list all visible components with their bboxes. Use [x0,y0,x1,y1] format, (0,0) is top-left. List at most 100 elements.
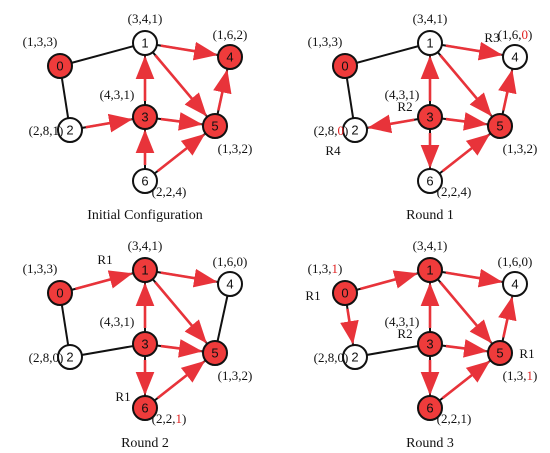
panel-initial-configuration: Initial Configuration 0(1,3,3)1(3,4,1)2(… [23,11,253,223]
panel-round-3: Round 3 0(1,3,1)R11(3,4,1)2(2,8,0)3(4,3,… [305,238,537,451]
arrow-3-to-5 [445,339,488,358]
edge-0-1 [344,42,431,67]
node-id-label: 4 [226,277,233,292]
node-2 [342,344,368,370]
arrow-3-to-5 [160,112,203,131]
node-id-label: 4 [511,277,518,292]
node-tuple-label: (3,4,1) [128,238,163,253]
round-label: R2 [397,99,412,114]
arrow-1-to-5 [439,54,492,117]
node-3 [132,331,158,357]
node-tuple-label: (3,4,1) [413,11,448,26]
node-3 [417,104,443,130]
node-tuple-label: (2,8,0) [314,123,349,138]
node-1 [417,30,443,56]
arrow-5-to-4 [213,69,232,111]
arrow-6-to-5 [441,133,491,173]
arrow-3-to-5 [445,112,488,131]
panel-caption: Initial Configuration [87,208,202,223]
node-id-label: 6 [426,401,433,416]
arrow-1-to-5 [154,281,207,344]
node-id-label: 1 [426,263,433,278]
node-id-label: 2 [66,350,73,365]
node-id-label: 6 [141,401,148,416]
node-tuple-label: (2,8,0) [314,350,349,365]
panel-round-2: Round 2 0(1,3,3)1(3,4,1)R12(2,8,0)3(4,3,… [23,238,253,451]
node-id-label: 3 [426,110,433,125]
node-4 [502,44,528,70]
node-6 [132,168,158,194]
node-tuple-label: (1,3,2) [218,141,253,156]
node-tuple-label: (1,6,0) [498,254,533,269]
arrow-6-to-5 [156,360,206,400]
node-6 [417,395,443,421]
panel-round-1: Round 1 0(1,3,3)1(3,4,1)2(2,8,0)R43(4,3,… [308,11,538,223]
node-2 [342,117,368,143]
panel-caption: Round 1 [406,208,454,223]
node-4 [217,44,243,70]
node-tuple-label: (1,3,3) [308,34,343,49]
node-tuple-label: (1,3,1) [503,368,538,383]
node-tuple-label: (1,6,2) [213,27,248,42]
node-tuple-label: (2,8,1) [29,123,64,138]
edge-0-1 [59,42,146,67]
round-label: R4 [325,143,341,158]
panel-caption: Round 2 [121,436,169,451]
round-label: R3 [484,30,499,45]
node-tuple-label: (1,3,3) [23,34,58,49]
arrow-5-to-4 [498,69,517,111]
node-2 [57,344,83,370]
node-id-label: 0 [341,286,348,301]
node-0 [47,53,73,79]
node-5 [487,113,513,139]
node-tuple-label: (3,4,1) [128,11,163,26]
node-id-label: 2 [351,350,358,365]
node-tuple-label: (4,3,1) [385,314,420,329]
node-4 [217,271,243,297]
round-label: R2 [397,326,412,341]
node-tuple-label: (2,8,0) [29,350,64,365]
node-1 [417,257,443,283]
node-id-label: 6 [426,174,433,189]
round-label: R1 [97,252,112,267]
node-5 [202,113,228,139]
node-0 [332,280,358,306]
node-id-label: 5 [496,119,503,134]
node-2 [57,117,83,143]
arrow-1-to-5 [154,54,207,117]
node-id-label: 5 [211,119,218,134]
node-id-label: 3 [141,337,148,352]
node-id-label: 6 [141,174,148,189]
node-6 [132,395,158,421]
arrow-1-to-4 [160,268,218,288]
node-tuple-label: (2,2,4) [437,184,472,199]
node-tuple-label: (4,3,1) [385,87,420,102]
arrow-0-to-1 [75,270,133,291]
node-1 [132,30,158,56]
node-tuple-label: (4,3,1) [100,87,135,102]
node-id-label: 2 [66,123,73,138]
node-tuple-label: (2,2,1) [437,411,472,426]
node-tuple-label: (1,6,0) [498,27,533,42]
arrow-3-to-2 [367,114,415,134]
node-1 [132,257,158,283]
arrow-1-to-4 [160,41,218,61]
node-tuple-label: (1,3,1) [308,261,343,276]
node-3 [417,331,443,357]
node-id-label: 1 [141,263,148,278]
node-id-label: 5 [496,346,503,361]
arrow-6-to-5 [156,133,206,173]
node-tuple-label: (4,3,1) [100,314,135,329]
arrow-1-to-4 [445,268,503,288]
node-tuple-label: (1,3,2) [218,368,253,383]
node-id-label: 0 [56,286,63,301]
node-id-label: 5 [211,346,218,361]
node-id-label: 2 [351,123,358,138]
node-6 [417,168,443,194]
arrow-0-to-2 [340,308,359,345]
node-4 [502,271,528,297]
round-label: R1 [519,346,534,361]
node-0 [47,280,73,306]
node-5 [202,340,228,366]
arrow-5-to-4 [498,296,517,338]
